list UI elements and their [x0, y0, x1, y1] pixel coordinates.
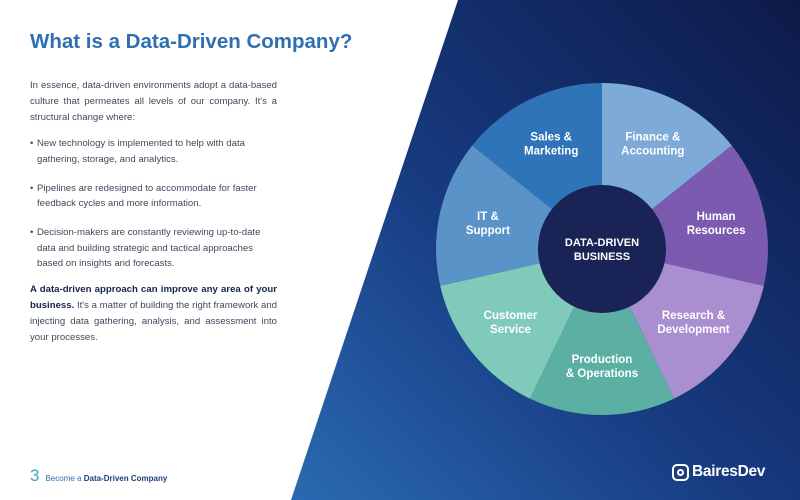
bullet-text: New technology is implemented to help wi…: [37, 138, 245, 165]
segment-label: Human: [697, 211, 736, 223]
segment-label: Accounting: [621, 146, 684, 158]
footer: 3 Become a Data-Driven Company: [30, 466, 167, 486]
center-label: BUSINESS: [574, 251, 630, 263]
center-hub: [538, 185, 666, 313]
segment-label: Marketing: [524, 146, 578, 158]
segment-label: Finance &: [625, 132, 680, 144]
page-number: 3: [30, 466, 40, 485]
segment-label: Customer: [484, 310, 538, 322]
outro-emphasis: A data-driven approach can improve any a…: [30, 284, 277, 311]
intro-paragraph: In essence, data-driven environments ado…: [30, 80, 277, 123]
logo-wordmark: BairesDev: [692, 463, 766, 480]
segment-label: Production: [572, 354, 633, 366]
brand-logo: BairesDev: [672, 463, 765, 481]
segment-label: Resources: [687, 225, 746, 237]
footer-prefix: Become a: [45, 474, 84, 483]
wheel-segment: [530, 249, 674, 416]
footer-title: Become a Data-Driven Company: [45, 474, 167, 483]
bullet-text: Decision-makers are constantly reviewing…: [37, 227, 261, 269]
outro-text: It's a matter of building the right fram…: [30, 300, 277, 343]
segment-label: & Operations: [566, 368, 638, 380]
bullet-marker: •: [30, 182, 34, 194]
segment-label: Sales &: [530, 132, 572, 144]
bullet-text: Pipelines are redesigned to accommodate …: [37, 182, 257, 210]
outro-paragraph: A data-driven approach can improve any a…: [30, 282, 277, 346]
segment-label: Development: [657, 324, 729, 336]
footer-emphasis: Data-Driven Company: [83, 474, 168, 483]
list-item: •Pipelines are redesigned to accommodate…: [30, 181, 277, 212]
segment-label: Service: [490, 324, 531, 336]
bullet-list: •New technology is implemented to help w…: [30, 136, 277, 285]
center-label: DATA-DRIVEN: [565, 237, 639, 249]
bullet-marker: •: [30, 138, 34, 149]
page-title: What is a Data-Driven Company?: [30, 30, 353, 53]
list-item: •Decision-makers are constantly reviewin…: [30, 225, 277, 272]
segment-label: Support: [466, 225, 510, 237]
list-item: •New technology is implemented to help w…: [30, 136, 277, 167]
segment-label: IT &: [477, 211, 499, 223]
segment-label: Research &: [662, 310, 725, 322]
bairesdev-logo-icon: [672, 463, 689, 481]
bullet-marker: •: [30, 227, 34, 238]
